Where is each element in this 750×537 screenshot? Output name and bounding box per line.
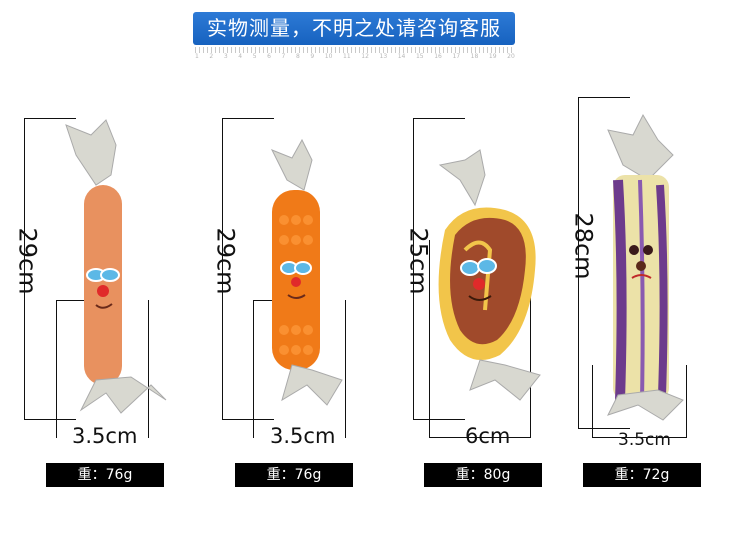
ruler-label: 10	[324, 53, 333, 60]
ruler-label: 2	[209, 53, 214, 60]
width-label: 3.5cm	[270, 424, 336, 448]
height-line-bottom	[222, 419, 274, 420]
height-line-bottom	[578, 428, 630, 429]
ruler-label: 6	[267, 53, 271, 60]
ruler-label: 12	[361, 53, 369, 60]
width-line-left	[253, 300, 254, 438]
weight-label: 重：76g	[235, 463, 353, 487]
width-line-left	[429, 240, 430, 438]
height-line	[222, 118, 223, 420]
ruler-label: 16	[434, 53, 442, 60]
weight-label: 重：80g	[424, 463, 542, 487]
height-line	[24, 118, 25, 420]
ruler-label: 18	[470, 53, 479, 60]
ruler-label: 7	[281, 53, 286, 60]
ruler-labels: 1 2 3 4 5 6 7 8 9 10 11 12 13 14 15 16 1…	[195, 53, 515, 60]
ruler-label: 9	[310, 53, 315, 60]
ruler: 1 2 3 4 5 6 7 8 9 10 11 12 13 14 15 16 1…	[195, 47, 515, 63]
height-line	[413, 118, 414, 420]
height-line-top	[578, 97, 630, 98]
height-line-top	[222, 118, 274, 119]
width-line-right	[345, 300, 346, 438]
weight-label: 重：72g	[583, 463, 701, 487]
eggplant-toy-image	[607, 113, 684, 421]
ruler-label: 17	[452, 53, 461, 60]
weight-label: 重：76g	[46, 463, 164, 487]
ruler-label: 5	[252, 53, 257, 60]
width-line-bottom	[429, 437, 531, 438]
width-line-right	[686, 365, 687, 438]
ruler-label: 4	[238, 53, 243, 60]
width-line-top	[56, 300, 96, 301]
ruler-label: 11	[343, 53, 351, 60]
ruler-label: 19	[488, 53, 497, 60]
ruler-label: 14	[397, 53, 406, 60]
corn-toy-image	[270, 138, 343, 406]
ruler-label: 13	[379, 53, 388, 60]
sausage-toy-image	[65, 119, 167, 414]
width-line-right	[148, 300, 149, 438]
width-line-bottom	[592, 437, 687, 438]
steak-toy-image	[438, 149, 541, 401]
width-line-left	[56, 300, 57, 438]
ruler-label: 8	[295, 53, 300, 60]
measurement-banner: 实物测量，不明之处请咨询客服	[193, 12, 515, 45]
ruler-label: 1	[195, 53, 199, 60]
width-label: 3.5cm	[618, 430, 671, 450]
height-line-bottom	[24, 419, 76, 420]
ruler-label: 20	[507, 53, 515, 60]
height-line-bottom	[413, 419, 465, 420]
height-line	[578, 97, 579, 429]
height-line-top	[24, 118, 76, 119]
width-line-left	[592, 365, 593, 438]
ruler-label: 3	[223, 53, 228, 60]
ruler-label: 15	[415, 53, 424, 60]
width-label: 6cm	[465, 424, 511, 448]
ruler-ticks	[195, 47, 515, 53]
width-line-right	[530, 240, 531, 438]
height-line-top	[413, 118, 465, 119]
width-label: 3.5cm	[72, 424, 138, 448]
